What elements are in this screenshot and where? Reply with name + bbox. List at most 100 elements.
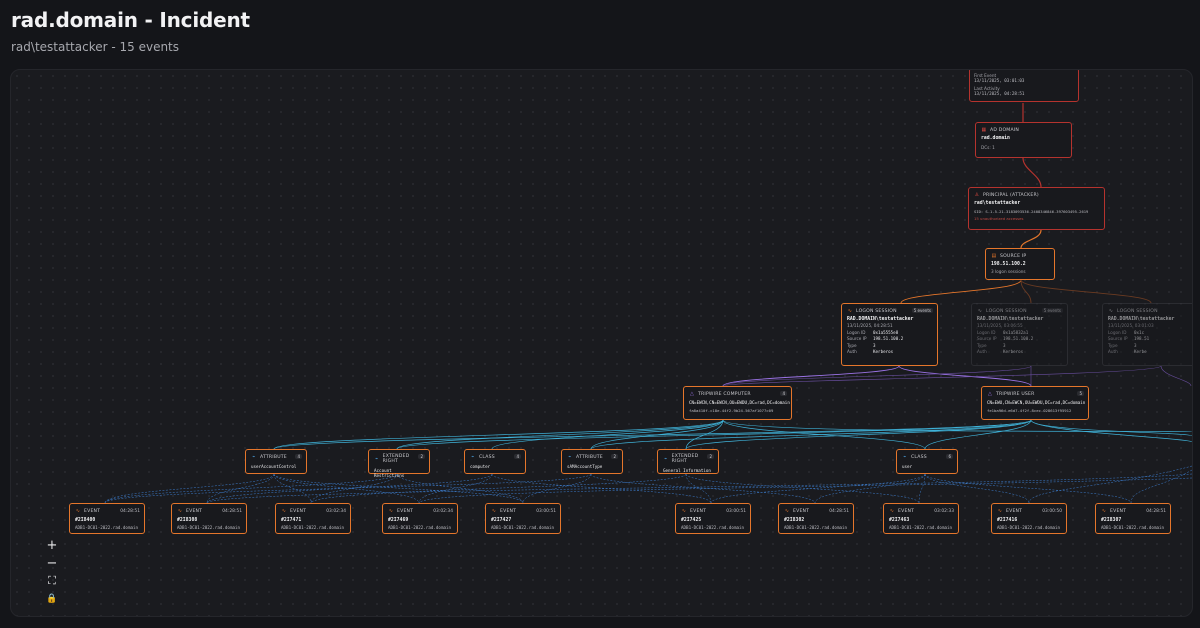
activity-icon: ∿ bbox=[977, 308, 983, 314]
attribute-node-2[interactable]: ⌁ATTRIBUTE 2 sAMAccountType bbox=[561, 449, 623, 474]
event-host: ADB1-DC01-2022.rad.domain bbox=[388, 525, 452, 530]
event-time: 03:02:34 bbox=[326, 509, 346, 514]
event-id: #2I7416 bbox=[997, 518, 1018, 523]
event-time: 04:28:51 bbox=[1146, 509, 1166, 514]
zoom-out-button[interactable]: − bbox=[42, 555, 62, 571]
tripwire-computer-guid: fa8a410f-c18e-44f2-9b24-567af1077c09 bbox=[689, 408, 774, 413]
event-id: #2I8302 bbox=[784, 518, 805, 523]
event-node[interactable]: ∿EVENT 04:28:51 #2I8308 ADB1-DC01-2022.r… bbox=[171, 503, 247, 534]
tripwire-user-dn: CN=EWU,CN=EWCN,OU=EWDU,DC=rad,DC=domain bbox=[987, 400, 1086, 405]
attribute-node[interactable]: ⌁ATTRIBUTE 4 userAccountControl bbox=[245, 449, 307, 474]
domain-icon: ▦ bbox=[981, 127, 987, 133]
event-id: #2I7427 bbox=[491, 518, 512, 523]
class-node[interactable]: ⌁CLASS 4 computer bbox=[464, 449, 526, 474]
event-node[interactable]: ∿EVENT 03:02:34 #2I7471 ADB1-DC01-2022.r… bbox=[275, 503, 351, 534]
count-badge: 2 bbox=[611, 454, 618, 459]
logon-session-node-3[interactable]: ∿LOGON SESSION RAD.DOMAIN\testattacker 1… bbox=[1102, 303, 1192, 366]
activity-icon: ∿ bbox=[847, 308, 853, 314]
count-badge: 2 bbox=[707, 454, 714, 459]
user-icon: ♙ bbox=[974, 192, 980, 198]
first-event-label: First Event bbox=[974, 73, 997, 78]
fit-view-button[interactable]: ⛶ bbox=[42, 573, 62, 589]
event-time: 04:28:51 bbox=[829, 509, 849, 514]
tripwire-user-node[interactable]: △TRIPWIRE USER 5 CN=EWU,CN=EWCN,OU=EWDU,… bbox=[981, 386, 1089, 420]
class-icon: ⌁ bbox=[471, 454, 475, 460]
extended-right-node[interactable]: ⌁EXTENDED RIGHT 2 Account Restrictions bbox=[368, 449, 430, 478]
event-host: ADB1-DC01-2022.rad.domain bbox=[784, 525, 848, 530]
count-badge: 5 bbox=[1077, 391, 1084, 396]
graph-edges bbox=[104, 103, 1192, 504]
class-icon: ⌁ bbox=[903, 454, 907, 460]
warning-triangle-icon: △ bbox=[987, 391, 993, 397]
event-node[interactable]: ∿EVENT 03:00:51 #2I7425 ADB1-DC01-2022.r… bbox=[675, 503, 751, 534]
ad-domain-dcs: DCs: 1 bbox=[981, 145, 995, 150]
zoom-controls: + − ⛶ 🔒 bbox=[42, 537, 62, 607]
tripwire-user-guid: fe1ba96d-e6d7-4f2f-8cec-028613f95912 bbox=[987, 408, 1072, 413]
event-id: #2I8400 bbox=[75, 518, 96, 523]
activity-icon: ∿ bbox=[784, 508, 790, 514]
logon-session-node[interactable]: ∿LOGON SESSION 5 events RAD.DOMAIN\testa… bbox=[841, 303, 938, 366]
graph-canvas[interactable]: First Event 13/11/2025, 03:01:03 Last Ac… bbox=[10, 69, 1193, 617]
activity-icon: ∿ bbox=[1101, 508, 1107, 514]
zoom-in-button[interactable]: + bbox=[42, 537, 62, 553]
activity-icon: ∿ bbox=[281, 508, 287, 514]
logon-session-time: 13/11/2025, 03:06:55 bbox=[977, 323, 1023, 328]
activity-icon: ∿ bbox=[491, 508, 497, 514]
event-node[interactable]: ∿EVENT 04:28:51 #2I8302 ADB1-DC01-2022.r… bbox=[778, 503, 854, 534]
activity-icon: ∿ bbox=[177, 508, 183, 514]
event-id: #2I7469 bbox=[388, 518, 409, 523]
principal-note: 15 unauthorized accesses bbox=[974, 216, 1024, 221]
warning-triangle-icon: △ bbox=[689, 391, 695, 397]
event-node[interactable]: ∿EVENT 04:28:51 #2I8400 ADB1-DC01-2022.r… bbox=[69, 503, 145, 534]
event-host: ADB1-DC01-2022.rad.domain bbox=[681, 525, 745, 530]
extended-right-node-2[interactable]: ⌁EXTENDED RIGHT 2 General Information bbox=[657, 449, 719, 474]
event-time: 04:28:51 bbox=[222, 509, 242, 514]
count-badge: 6 bbox=[946, 454, 953, 459]
source-ip-value: 198.51.100.2 bbox=[991, 262, 1026, 267]
event-id: #2I8308 bbox=[177, 518, 198, 523]
count-badge: 4 bbox=[295, 454, 302, 459]
source-ip-sessions: 3 logon sessions bbox=[991, 269, 1026, 274]
event-node[interactable]: ∿EVENT 04:28:51 #2I8307 ADB1-DC01-2022.r… bbox=[1095, 503, 1171, 534]
principal-value: rad\testattacker bbox=[974, 201, 1021, 206]
logon-session-time: 13/11/2025, 04:28:51 bbox=[847, 323, 893, 328]
event-host: ADB1-DC01-2022.rad.domain bbox=[1101, 525, 1165, 530]
activity-icon: ∿ bbox=[997, 508, 1003, 514]
tripwire-computer-node[interactable]: △TRIPWIRE COMPUTER 4 CN=EWCN,CN=EWCN,OU=… bbox=[683, 386, 792, 420]
extended-right-value: General Information bbox=[663, 468, 711, 473]
principal-sid: SID: S-1-5-21-3183093536-2408346846-3976… bbox=[974, 209, 1089, 214]
class-node-2[interactable]: ⌁CLASS 6 user bbox=[896, 449, 958, 474]
tag-icon: ⌁ bbox=[568, 454, 572, 460]
count-badge: 4 bbox=[780, 391, 787, 396]
incident-summary-node[interactable]: First Event 13/11/2025, 03:01:03 Last Ac… bbox=[969, 70, 1079, 102]
event-node[interactable]: ∿EVENT 03:00:50 #2I7416 ADB1-DC01-2022.r… bbox=[991, 503, 1067, 534]
principal-attacker-node[interactable]: ♙PRINCIPAL (ATTACKER) rad\testattacker S… bbox=[968, 187, 1105, 230]
event-id: #2I8307 bbox=[1101, 518, 1122, 523]
event-node[interactable]: ∿EVENT 03:02:33 #2I7463 ADB1-DC01-2022.r… bbox=[883, 503, 959, 534]
ad-domain-value: rad.domain bbox=[981, 136, 1010, 141]
event-host: ADB1-DC01-2022.rad.domain bbox=[75, 525, 139, 530]
class-value: user bbox=[902, 464, 913, 469]
activity-icon: ∿ bbox=[388, 508, 394, 514]
activity-icon: ∿ bbox=[75, 508, 81, 514]
first-event-value: 13/11/2025, 03:01:03 bbox=[974, 78, 1025, 83]
event-host: ADB1-DC01-2022.rad.domain bbox=[281, 525, 345, 530]
event-id: #2I7463 bbox=[889, 518, 910, 523]
event-time: 03:00:50 bbox=[1042, 509, 1062, 514]
key-icon: ⌁ bbox=[375, 456, 379, 462]
tripwire-computer-dn: CN=EWCN,CN=EWCN,OU=EWDU,DC=rad,DC=domain bbox=[689, 400, 790, 405]
event-host: ADB1-DC01-2022.rad.domain bbox=[177, 525, 241, 530]
logon-session-node-2[interactable]: ∿LOGON SESSION 5 events RAD.DOMAIN\testa… bbox=[971, 303, 1068, 366]
logon-session-user: RAD.DOMAIN\testattacker bbox=[1108, 317, 1175, 322]
event-host: ADB1-DC01-2022.rad.domain bbox=[889, 525, 953, 530]
event-time: 03:00:51 bbox=[536, 509, 556, 514]
event-host: ADB1-DC01-2022.rad.domain bbox=[491, 525, 555, 530]
event-node[interactable]: ∿EVENT 03:02:34 #2I7469 ADB1-DC01-2022.r… bbox=[382, 503, 458, 534]
lock-button[interactable]: 🔒 bbox=[42, 591, 62, 607]
event-node[interactable]: ∿EVENT 03:00:51 #2I7427 ADB1-DC01-2022.r… bbox=[485, 503, 561, 534]
logon-session-time: 13/11/2025, 03:01:03 bbox=[1108, 323, 1154, 328]
event-time: 03:02:33 bbox=[934, 509, 954, 514]
activity-icon: ∿ bbox=[1108, 308, 1114, 314]
source-ip-node[interactable]: ▤SOURCE IP 198.51.100.2 3 logon sessions bbox=[985, 248, 1055, 280]
ad-domain-node[interactable]: ▦AD DOMAIN rad.domain DCs: 1 bbox=[975, 122, 1072, 158]
